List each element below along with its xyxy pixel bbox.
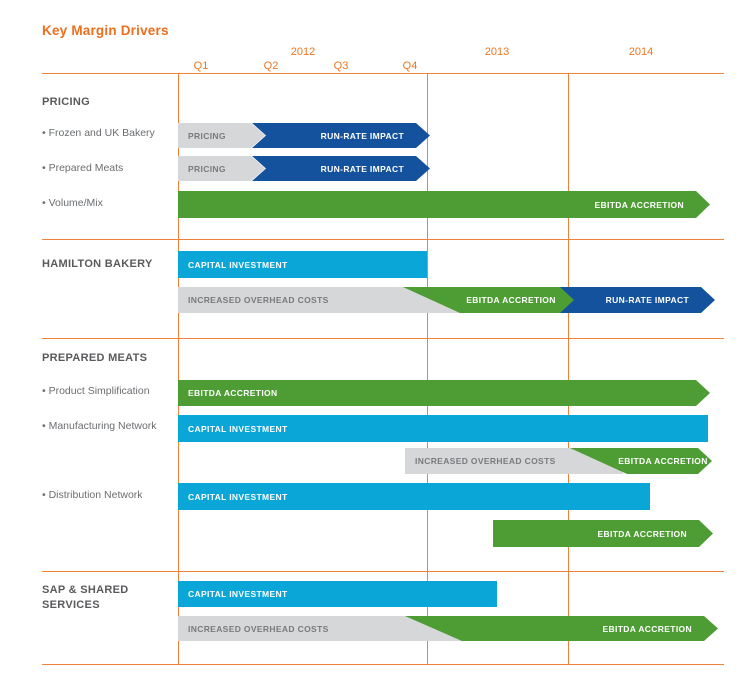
section-header: PREPARED MEATS [42,352,148,364]
quarter-label: Q4 [402,60,418,72]
grid-hline [42,73,724,74]
row-label: • Frozen and UK Bakery [42,127,155,139]
gantt-bar-segment: RUN-RATE IMPACT [252,156,430,181]
gantt-bar-segment: EBITDA ACCRETION [178,191,710,218]
grid-vline [427,73,428,664]
grid-vline [568,73,569,664]
row-label: • Manufacturing Network [42,420,157,432]
grid-hline [42,239,724,240]
gantt-bar-segment: EBITDA ACCRETION [405,616,718,641]
gantt-bar-segment: CAPITAL INVESTMENT [178,581,497,607]
row-label: • Distribution Network [42,489,143,501]
quarter-label: Q1 [193,60,209,72]
grid-vline [178,73,179,664]
section-header: HAMILTON BAKERY [42,258,153,270]
row-label: • Volume/Mix [42,197,103,209]
gantt-bar-segment: CAPITAL INVESTMENT [178,251,427,278]
quarter-label: Q2 [263,60,279,72]
grid-hline [42,664,724,665]
gantt-bar-segment: CAPITAL INVESTMENT [178,483,650,510]
year-label: 2013 [484,46,510,58]
row-label: • Prepared Meats [42,162,124,174]
row-label: • Product Simplification [42,385,150,397]
gantt-bar-segment: EBITDA ACCRETION [178,380,710,406]
page-title: Key Margin Drivers [42,23,169,38]
section-header: SAP & SHARED SERVICES [42,584,129,611]
year-label: 2014 [628,46,654,58]
grid-hline [42,338,724,339]
quarter-label: Q3 [333,60,349,72]
gantt-bar-segment: RUN-RATE IMPACT [560,287,715,313]
gantt-bar-segment: RUN-RATE IMPACT [252,123,430,148]
gantt-bar-segment: EBITDA ACCRETION [493,520,713,547]
year-label: 2012 [290,46,316,58]
gantt-bar-segment: PRICING [178,156,265,181]
gantt-bar-segment: PRICING [178,123,265,148]
gantt-bar-segment: CAPITAL INVESTMENT [178,415,708,442]
grid-hline [42,571,724,572]
section-header: PRICING [42,96,90,108]
